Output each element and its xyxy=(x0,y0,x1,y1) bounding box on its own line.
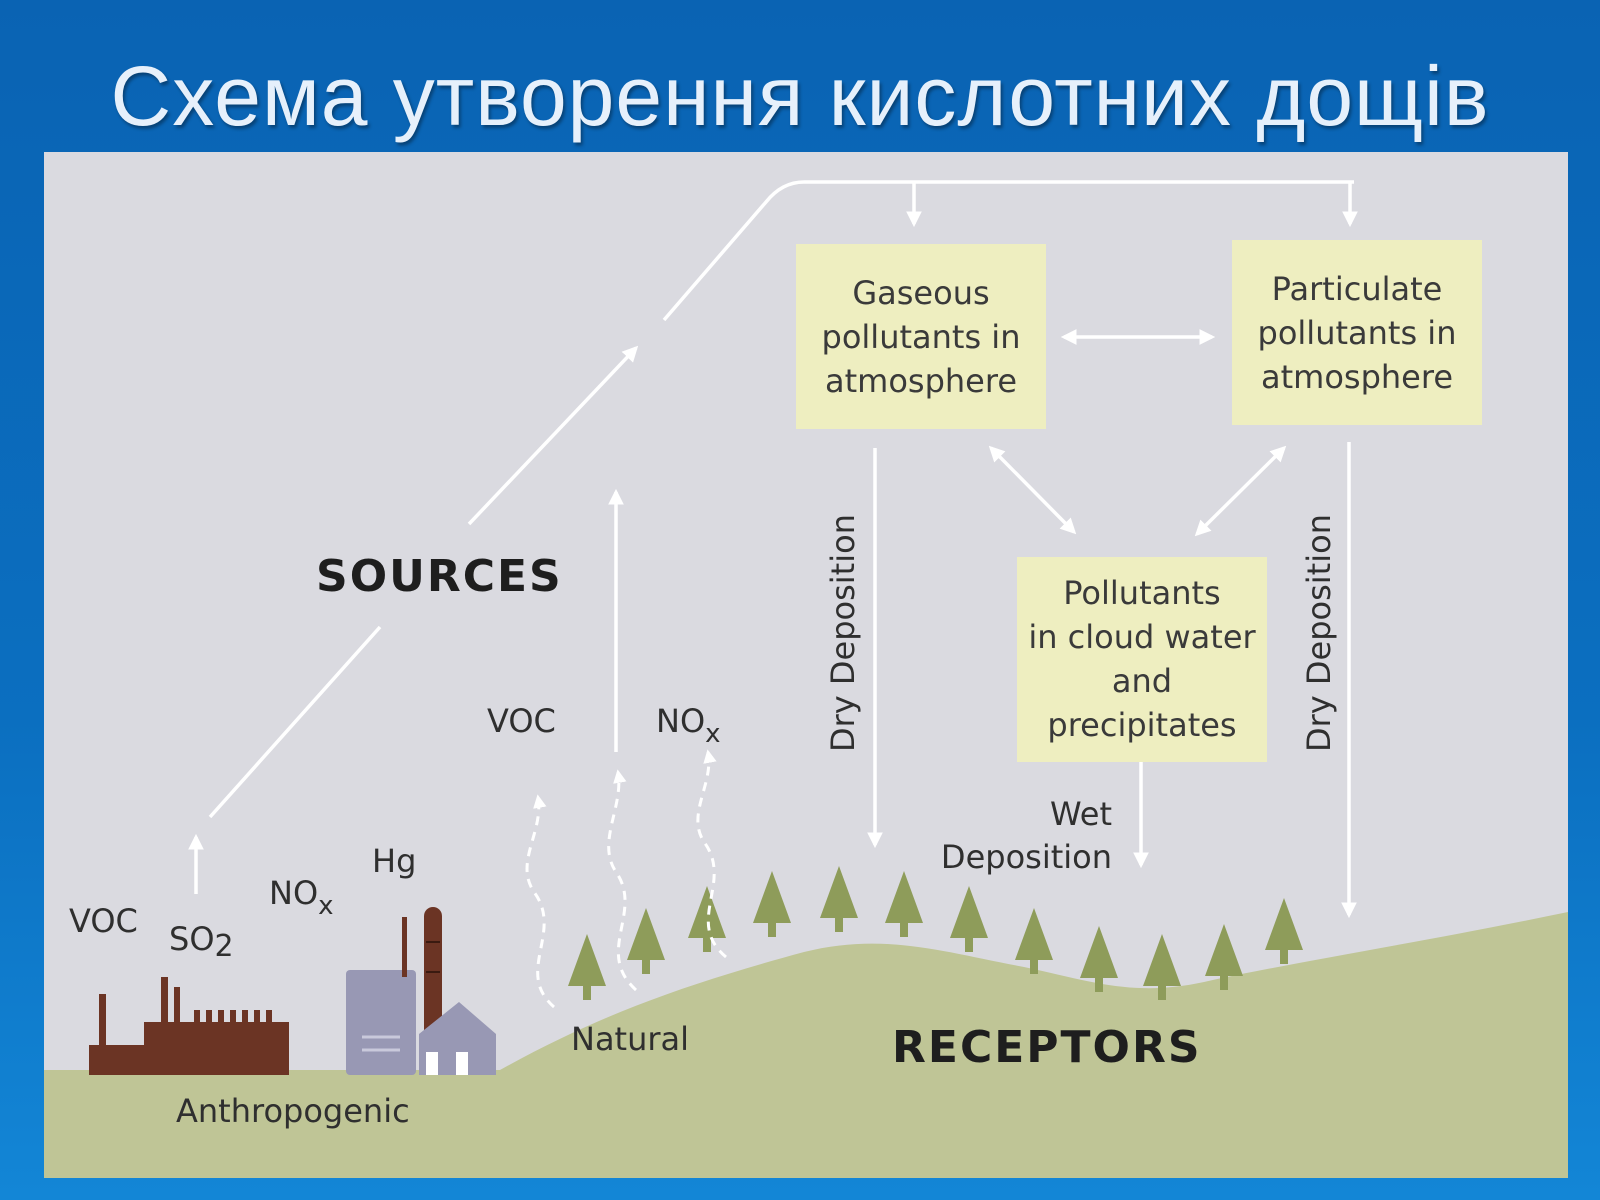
slide-title: Схема утворення кислотних дощів xyxy=(110,49,1490,143)
tree-icon xyxy=(820,866,858,932)
power-plant-icon xyxy=(346,907,496,1075)
voc-natural-label: VOC xyxy=(487,702,556,740)
so2-label: SO2 xyxy=(169,920,234,964)
anthropogenic-label: Anthropogenic xyxy=(176,1092,410,1130)
acid-rain-diagram: Gaseous pollutants in atmosphere Particu… xyxy=(44,180,1568,1178)
tree-icon xyxy=(688,886,726,952)
wet-deposition-label-2: Deposition xyxy=(941,838,1112,876)
tree-icon xyxy=(1080,926,1118,992)
factory-icon xyxy=(89,977,289,1075)
svg-text:Gaseous: Gaseous xyxy=(852,274,989,312)
particulate-box-text: Particulate pollutants in atmosphere xyxy=(1258,270,1457,396)
nox-natural-label: NOx xyxy=(656,702,721,749)
tree-icon xyxy=(1205,924,1243,990)
svg-text:Particulate: Particulate xyxy=(1272,270,1443,308)
voc-anthropogenic-label: VOC xyxy=(69,902,138,940)
gaseous-box-text: Gaseous pollutants in atmosphere xyxy=(822,274,1021,400)
tree-icon xyxy=(885,871,923,937)
sources-label: SOURCES xyxy=(316,551,563,602)
nox-anthropogenic-label: NOx xyxy=(269,874,334,921)
ground-hills xyxy=(44,912,1568,1178)
cloud-water-box xyxy=(1017,557,1267,762)
svg-text:Pollutants: Pollutants xyxy=(1063,574,1220,612)
flow-arrows xyxy=(188,180,1358,919)
trees xyxy=(568,866,1303,1000)
tree-icon xyxy=(1265,898,1303,964)
svg-text:and: and xyxy=(1112,662,1172,700)
svg-text:precipitates: precipitates xyxy=(1047,706,1236,744)
svg-text:atmosphere: atmosphere xyxy=(825,362,1017,400)
tree-icon xyxy=(753,871,791,937)
hg-label: Hg xyxy=(372,842,416,880)
svg-text:in cloud water: in cloud water xyxy=(1028,618,1256,656)
tree-icon xyxy=(1015,908,1053,974)
natural-emission-waves xyxy=(525,749,727,1009)
natural-label: Natural xyxy=(571,1020,689,1058)
dry-deposition-right-label: Dry Deposition xyxy=(1300,514,1338,752)
svg-text:pollutants in: pollutants in xyxy=(822,318,1021,356)
dry-deposition-left-label: Dry Deposition xyxy=(824,514,862,752)
diagram-panel: Gaseous pollutants in atmosphere Particu… xyxy=(44,152,1568,1178)
svg-text:atmosphere: atmosphere xyxy=(1261,358,1453,396)
cloud-box-text: Pollutants in cloud water and precipitat… xyxy=(1028,574,1256,744)
particulate-pollutants-box xyxy=(1232,240,1482,425)
tree-icon xyxy=(950,886,988,952)
gaseous-pollutants-box xyxy=(796,244,1046,429)
tree-icon xyxy=(1143,934,1181,1000)
wet-deposition-label-1: Wet xyxy=(1050,795,1112,833)
tree-icon xyxy=(627,908,665,974)
receptors-label: RECEPTORS xyxy=(892,1022,1202,1073)
svg-text:pollutants in: pollutants in xyxy=(1258,314,1457,352)
tree-icon xyxy=(568,934,606,1000)
